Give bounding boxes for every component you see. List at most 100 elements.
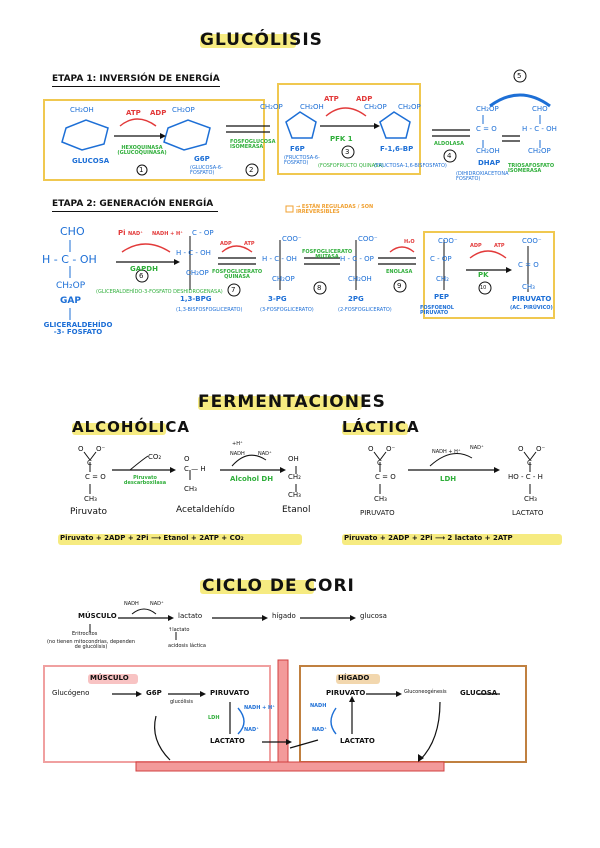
pg2-sub: (2-FOSFOGLICERATO) [338,307,392,313]
step-2: 2 [249,166,254,174]
bpg-label: 1,3-BPG [180,295,212,303]
mutasa-label: FOSFOGLICERATO MUTASA [302,249,353,260]
triosa-label: TRIOSAFOSFATO ISOMERASA [508,163,555,174]
pg2-hcop: H - C - OP [340,255,374,263]
etapa1-underline [52,86,220,87]
pir-co: C = O [518,261,539,269]
mus-g6p: G6P [146,689,162,697]
alc-nadh: NADH [230,451,245,457]
hig-nad: NAD⁺ [312,727,327,733]
hig-lactato: LACTATO [340,737,375,745]
bpg-hcoh: H - C - OH [176,249,211,257]
lac-nad: NAD⁺ [470,445,484,451]
step-9: 9 [397,282,402,290]
hig-gluconeo: Gluconeogénesis [404,689,447,695]
gapdh-label: GAPDH [130,265,158,273]
etanol-oh: OH [288,455,299,463]
pk-label: PK [478,271,489,279]
alc-h: +H⁺ [232,441,243,447]
bpg-sub: (1,3-BISFOSFOGLICERATO) [176,307,243,313]
pir-ch3: CH₃ [522,283,535,291]
etanol-label: Etanol [282,505,311,515]
pgk-label: FOSFOGLICERATO QUINASA [212,269,263,280]
etanol-ch3: CH₃ [288,491,301,499]
alc-highlight [72,423,166,435]
mus-nadh: NADH + H⁺ [244,705,275,711]
g6p-sub: (GLUCOSA-6-FOSFATO) [190,165,223,176]
lac-pir-o: O [368,445,374,453]
alcoholica-title: ALCOHÓLICA [72,418,190,436]
pir-coo: COO⁻ [522,237,542,245]
enolasa-label: ENOLASA [386,269,413,275]
cori-up-lactato: ↑lactato [168,627,190,633]
pg3-coo: COO⁻ [282,235,302,243]
step-7: 7 [231,286,236,294]
gapdh-sub: (GLICERALDEHÍDO-3-FOSFATO DESHIDROGENASA… [96,289,223,295]
pg2-coo: COO⁻ [358,235,378,243]
regulated-note: → ESTÁN REGULADAS / SON IRREVERSIBLES [296,204,374,215]
lactato-label: LACTATO [512,509,544,517]
dhap-ch2oh: CH₂OH [476,147,500,155]
ldh-label: LDH [440,475,457,483]
cori-glucosa: glucosa [360,612,387,620]
pep-cop: C - OP [430,255,452,263]
acet-o: O [184,455,190,463]
hk-atp: ATP [126,109,141,117]
acet-ch3: CH₃ [184,485,197,493]
pep-full-label: FOSFOENOL PIRUVATO [420,305,454,316]
f16bp-ch2op-left: CH₂OP [364,103,387,111]
cori-acidosis: acidosis láctica [168,643,206,649]
pg2-label: 2PG [348,295,364,303]
alc-eq-highlight [58,534,302,545]
dhap-co: C = O [476,125,497,133]
pgk-atp: ATP [244,241,255,247]
musculo-box-highlight [88,674,138,684]
step-5: 5 [517,72,522,80]
etapa1-heading: ETAPA 1: INVERSIÓN DE ENERGÍA [52,74,220,84]
pk-adp: ADP [470,243,482,249]
higado-box-title: HÍGADO [338,674,370,682]
pk-atp: ATP [494,243,505,249]
lactica-title: LÁCTICA [342,418,420,436]
piruvato-sub: (AC. PIRÚVICO) [510,305,553,311]
cori-lactato: lactato [178,612,203,620]
title-highlight [200,34,296,48]
hexoquinasa-label: HEXOQUINASA (GLUCOQUINASA) [117,145,167,156]
enolasa-h2o: H₂O [404,239,415,245]
step-8: 8 [317,284,322,292]
s2-gap-label: GAP [60,296,81,306]
hig-nadh: NADH [310,703,327,709]
gapdh-nad: NAD⁺ [128,231,143,237]
g6p-label: G6P [194,155,210,163]
pep-coo: COO⁻ [438,237,458,245]
bpg-cop: C - OP [192,229,214,237]
s2-gap-cho: CHO [60,225,85,238]
step-6: 6 [139,272,144,280]
piruvato-label: PIRUVATO [512,295,552,303]
musculo-box-title: MÚSCULO [90,674,129,682]
lac-eq-highlight [342,534,562,545]
lact-ch3: CH₃ [524,495,537,503]
glucosa-ch2oh: CH₂OH [70,106,94,114]
lact-c: C [527,459,532,467]
gap-cho: CHO [532,105,548,113]
decarb-label: Piruvato descarboxilasa [123,475,167,486]
etapa2-underline [52,211,218,212]
f6p-ch2oh: CH₂OH [300,103,324,111]
ferm-highlight [198,396,362,410]
alc-pir-co: C = O [85,473,106,481]
cori-highlight [200,580,314,594]
lac-nadh: NADH + H⁺ [432,449,461,455]
f16bp-sub: (FRUCTOSA-1,6-BISFOSFATO) [374,163,447,169]
mus-glucolisis: glucólisis [170,699,193,705]
hk-adp: ADP [150,109,167,117]
fosfoglucosa-label: FOSFOGLUCOSA ISOMERASA [230,139,276,150]
fermentaciones-title: FERMENTACIONES [198,392,386,412]
pg3-label: 3-PG [268,295,287,303]
gap-full-label: GLICERALDEHÍDO -3- FOSFATO [43,321,113,336]
s2-gap-ch2op: CH₂OP [56,281,86,291]
f6p-sub: (FRUCTOSA-6-FOSFATO) [284,155,320,166]
f6p-ch2op: CH₂OP [260,103,283,111]
cori-eritrocitos: Eritrocitos [72,631,98,637]
